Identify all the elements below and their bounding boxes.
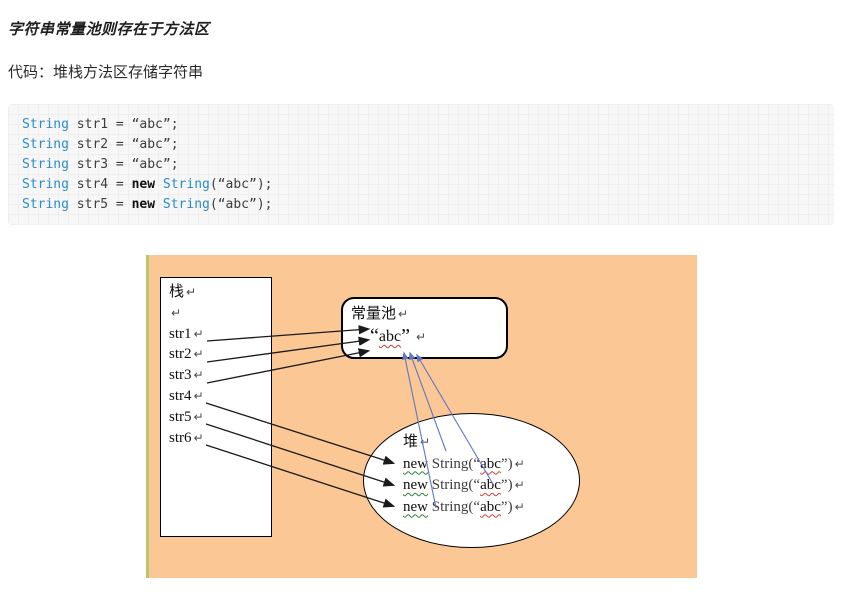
code-token: String [22,157,69,172]
return-mark-icon: ↵ [398,307,409,321]
code-token: String [22,177,69,192]
heap-entry-token: abc [480,498,501,515]
stack-item: str1↵ [169,324,271,345]
stack-lines: 栈↵↵str1↵str2↵str3↵str4↵str5↵str6↵ [169,282,271,448]
heap-entry-token: abc [480,477,501,493]
code-lines: String str1 = “abc”;String str2 = “abc”;… [22,115,834,215]
heap-entry-token: ”) [500,477,513,493]
heap-entry-token: String(“ [428,477,481,493]
heap-entry-token: new [403,498,428,515]
code-token: str3 = “abc”; [68,157,179,172]
stack-box: 栈↵↵str1↵str2↵str3↵str4↵str5↵str6↵ [160,277,272,537]
code-token: String [22,117,69,132]
code-line: String str5 = new String(“abc”); [22,195,834,215]
code-token: String [22,137,69,152]
stack-item-label: str2 [169,346,192,363]
return-mark-icon: ↵ [514,456,525,471]
diagram-left-accent-bar [146,255,149,578]
stack-label: 栈 [169,284,185,300]
pool-value-token: “ [370,325,379,347]
return-mark-icon: ↵ [193,388,204,403]
stack-label-line: 栈↵ [169,282,271,303]
heap-text: 堆↵ new String(“abc”)↵new String(“abc”)↵n… [403,432,525,518]
return-mark-icon: ↵ [193,347,204,362]
stack-item: str3↵ [169,365,271,386]
code-token: String [162,197,210,212]
code-token [155,177,163,192]
code-token: str5 = [68,197,132,212]
pool-value: “abc” ↵ [370,326,506,346]
code-token: str1 = “abc”; [68,117,179,132]
constant-pool-box: 常量池↵ “abc” ↵ [341,297,508,359]
stack-item-label: str3 [169,367,192,384]
heap-entry-token: ”) [500,498,513,515]
stack-item: str4↵ [169,386,271,407]
code-token: String [22,197,69,212]
return-mark-icon: ↵ [193,430,204,445]
return-mark-icon: ↵ [193,326,204,341]
code-line: String str4 = new String(“abc”); [22,175,834,195]
return-mark-icon: ↵ [171,305,182,320]
heap-entry: new String(“abc”)↵ [403,454,525,476]
code-token: str2 = “abc”; [68,137,179,152]
code-token: new [131,197,156,212]
stack-item: str5↵ [169,407,271,428]
heap-entry-token: abc [480,455,501,472]
page-title: 字符串常量池则存在于方法区 [8,21,210,39]
code-token: (“abc”); [209,197,273,212]
pool-label: 常量池 [351,306,397,322]
stack-item-label: str4 [169,387,192,404]
heap-entry-token: new [403,477,428,493]
heap-label-line: 堆↵ [403,432,525,454]
return-mark-icon: ↵ [186,285,197,299]
stack-item-label: str1 [169,325,192,342]
code-block: String str1 = “abc”;String str2 = “abc”;… [8,104,834,225]
heap-entry: new String(“abc”)↵ [403,497,525,519]
pool-value-token: ” [401,325,410,347]
code-token: str4 = [68,177,132,192]
stack-item: str6↵ [169,428,271,449]
return-mark-icon: ↵ [514,478,525,492]
stack-item-label: str5 [169,408,192,425]
code-line: String str3 = “abc”; [22,155,834,175]
code-token: (“abc”); [209,177,273,192]
pool-label-line: 常量池↵ [351,305,506,323]
heap-entry-token: String(“ [428,498,481,515]
heap-entry-token: new [403,455,428,472]
return-mark-icon: ↵ [514,499,525,514]
pool-value-token: abc [378,328,402,345]
heap-entry-token: String(“ [428,455,481,472]
stack-blank-line: ↵ [169,303,271,324]
code-line: String str2 = “abc”; [22,135,834,155]
stack-item-label: str6 [169,429,192,446]
code-token: String [162,177,210,192]
return-mark-icon: ↵ [420,435,431,449]
heap-entry: new String(“abc”)↵ [403,475,525,497]
heap-entries: new String(“abc”)↵new String(“abc”)↵new … [403,454,525,519]
return-mark-icon: ↵ [193,409,204,424]
heap-label: 堆 [403,434,419,450]
memory-diagram: 栈↵↵str1↵str2↵str3↵str4↵str5↵str6↵ 常量池↵ “… [146,255,697,578]
heap-entry-token: ”) [500,455,513,472]
code-line: String str1 = “abc”; [22,115,834,135]
code-token: new [131,177,156,192]
stack-item: str2↵ [169,344,271,365]
code-token [155,197,163,212]
return-mark-icon: ↵ [415,330,427,344]
code-caption: 代码：堆栈方法区存储字符串 [8,64,204,81]
return-mark-icon: ↵ [193,368,204,383]
